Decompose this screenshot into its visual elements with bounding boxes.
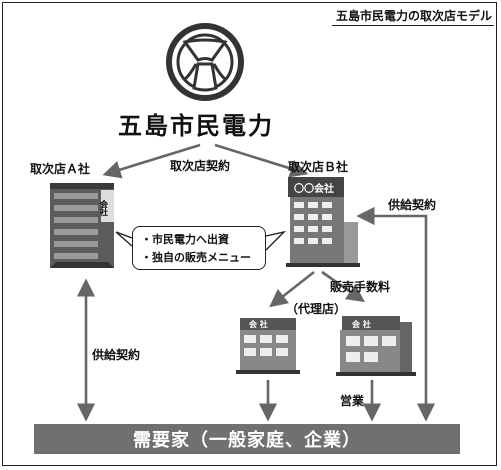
- bubble-line-1: ・市民電力へ出資: [141, 233, 229, 246]
- bubble-pointer-right: [265, 230, 287, 251]
- supply-contract-label-right: 供給契約: [388, 198, 437, 212]
- bubble-pointer-left: [115, 231, 133, 247]
- store-2-sign: 会 社: [352, 319, 371, 329]
- building-a-sign: 会社: [100, 199, 109, 217]
- agency-contract-label: 取次店契約: [170, 159, 231, 173]
- company-logo: [166, 23, 244, 101]
- sales-commission-label: 販売手数料: [330, 280, 391, 294]
- commission-arrow-store2: [321, 270, 365, 303]
- store-1: [236, 318, 300, 374]
- store-2: [336, 316, 416, 376]
- agency-store-label: （代理店）: [286, 302, 347, 316]
- company-name: 五島市民電力: [118, 112, 274, 140]
- supply-contract-arrow-b: [356, 206, 436, 422]
- agency-contract-arrow-a: [102, 143, 201, 179]
- sales-label: 営業: [340, 394, 365, 408]
- bubble-line-2: ・独自の販売メニュー: [141, 251, 251, 264]
- store-1-sign: 会 社: [249, 319, 268, 329]
- building-b: [286, 177, 360, 267]
- supply-contract-label-left: 供給契約: [92, 348, 141, 362]
- diagram-frame: [2, 2, 497, 466]
- agency-contract-arrow-b: [214, 143, 309, 178]
- agent-b-label: 取次店Ｂ社: [288, 160, 349, 174]
- consumers-bar: 需要家（一般家庭、企業）: [34, 424, 460, 454]
- building-b-sign: 〇〇会社: [294, 182, 334, 195]
- building-a: [50, 183, 114, 268]
- agent-a-label: 取次店Ａ社: [30, 162, 91, 176]
- commission-arrow-store1: [269, 270, 315, 308]
- diagram-title: 五島市民電力の取次店モデル: [331, 7, 494, 26]
- speech-bubble: ・市民電力へ出資 ・独自の販売メニュー: [132, 226, 266, 270]
